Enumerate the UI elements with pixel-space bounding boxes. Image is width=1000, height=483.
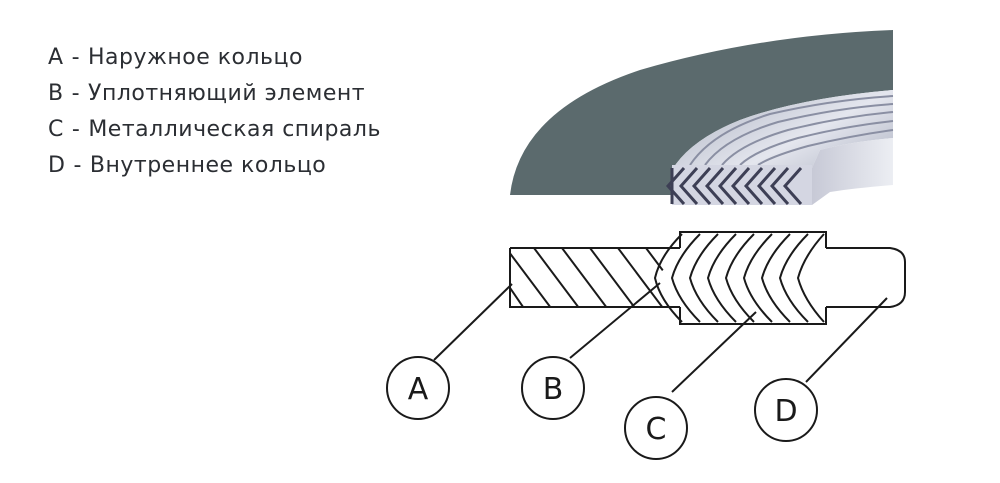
legend-separator: - xyxy=(71,117,81,142)
leader-line-b xyxy=(569,282,661,359)
callout-label-a: A xyxy=(408,372,429,407)
legend-separator: - xyxy=(73,153,82,178)
legend: A-Наружное кольцо B-Уплотняющий элемент … xyxy=(48,40,381,184)
inner-ring-3d xyxy=(812,138,893,205)
legend-text: Уплотняющий элемент xyxy=(88,81,366,106)
callout-circle-d xyxy=(754,378,818,442)
legend-item-a: A-Наружное кольцо xyxy=(48,40,381,76)
legend-letter: A xyxy=(48,45,64,70)
legend-text: Наружное кольцо xyxy=(88,45,303,70)
callout-circle-c xyxy=(624,396,688,460)
legend-item-b: B-Уплотняющий элемент xyxy=(48,76,381,112)
legend-letter: D xyxy=(48,153,66,178)
callout-label-c: C xyxy=(646,412,667,447)
callout-label-d: D xyxy=(774,394,797,429)
spiral-chevrons-3d xyxy=(665,167,803,205)
outer-ring-hatching xyxy=(510,248,680,307)
legend-letter: B xyxy=(48,81,64,106)
legend-text: Внутреннее кольцо xyxy=(89,153,327,178)
legend-text: Металлическая спираль xyxy=(88,117,381,142)
callout-circle-b xyxy=(521,356,585,420)
leader-line-d xyxy=(805,297,888,383)
callout-circle-a xyxy=(386,356,450,420)
callout-label-b: B xyxy=(543,372,564,407)
legend-separator: - xyxy=(71,81,81,106)
legend-separator: - xyxy=(71,45,81,70)
outer-ring-3d xyxy=(510,30,893,195)
leader-line-a xyxy=(433,283,513,361)
inner-ring-section xyxy=(826,247,906,308)
spiral-winding-section xyxy=(679,231,827,325)
legend-item-d: D-Внутреннее кольцо xyxy=(48,148,381,184)
gasket-3d-view xyxy=(510,30,894,205)
outer-ring-section xyxy=(509,247,680,308)
legend-letter: C xyxy=(48,117,64,142)
spiral-chevrons-section xyxy=(653,233,825,323)
leader-line-c xyxy=(671,311,757,393)
gasket-cross-section xyxy=(386,231,906,460)
legend-item-c: C-Металлическая спираль xyxy=(48,112,381,148)
